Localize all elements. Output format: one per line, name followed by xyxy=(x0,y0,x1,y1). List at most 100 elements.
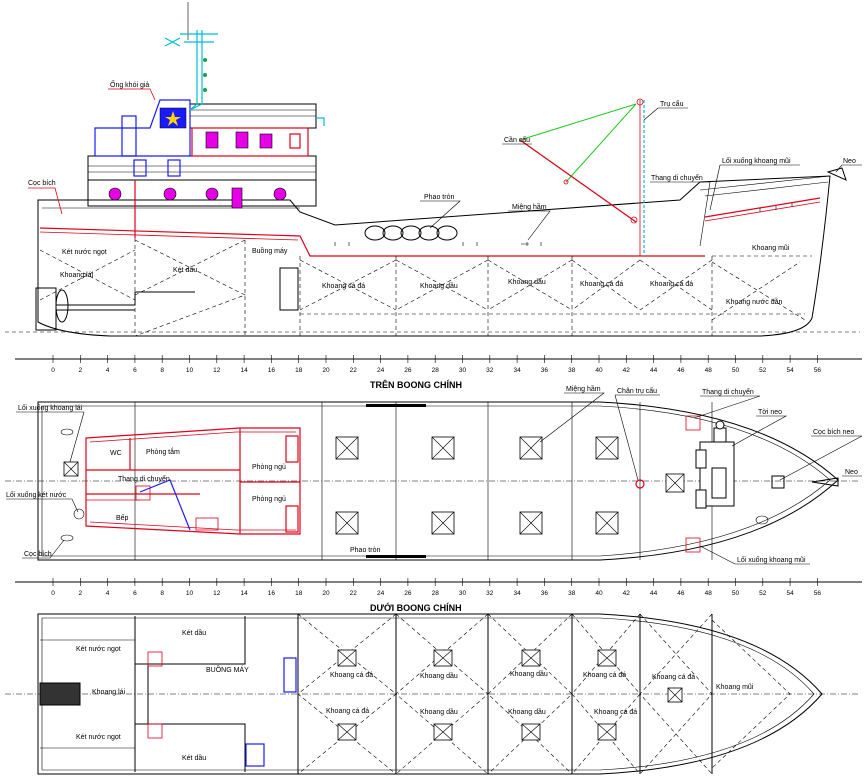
cleat-aft-bottom xyxy=(60,534,74,542)
scale-tick-label: 40 xyxy=(595,367,603,374)
scale-tick-label: 26 xyxy=(404,367,412,374)
scale-tick-label: 14 xyxy=(240,590,248,597)
profile-crane xyxy=(519,98,645,256)
label-main-neo: Neo xyxy=(845,469,858,476)
scale-tick-label: 54 xyxy=(786,590,794,597)
label-main-thang-di-chuyen-2: Thang di chuyển xyxy=(702,388,754,396)
scale-tick-label: 6 xyxy=(133,367,137,374)
below-fw-tanks xyxy=(40,639,135,749)
scale-tick-label: 34 xyxy=(513,590,521,597)
below-holds xyxy=(297,613,791,775)
scale-tick-label: 10 xyxy=(186,590,194,597)
scale-tick-label: 38 xyxy=(568,367,576,374)
label-hold-4: Khoang cá đá xyxy=(580,281,623,288)
anchor-icon xyxy=(826,167,847,181)
below-outline xyxy=(37,613,823,775)
scale-tick-label: 24 xyxy=(377,367,385,374)
label-main-phao-tron: Phao tròn xyxy=(350,547,380,554)
scale-tick-label: 6 xyxy=(133,590,137,597)
label-toi-neo: Tời neo xyxy=(758,409,782,416)
scale-tick-label: 14 xyxy=(240,367,248,374)
profile-wheelhouse xyxy=(191,127,309,157)
label-ong-khoi: Ống khói giả xyxy=(110,79,149,89)
label-mieng-ham: Miệng hầm xyxy=(512,202,547,211)
label-coc-bich-neo: Cọc bích neo xyxy=(813,429,854,436)
manhole-aft xyxy=(73,508,85,520)
label-khoang-nuoc-dan: Khoang nước dằn xyxy=(726,297,782,306)
ladder-fore-top xyxy=(685,415,701,431)
label-below-hold-top-4: Khoang cá đá xyxy=(583,672,626,679)
profile-main-deck xyxy=(39,227,705,257)
scale-tick-label: 40 xyxy=(595,590,603,597)
profile-windows xyxy=(133,131,301,209)
profile-propeller xyxy=(55,289,69,323)
scale-tick-label: 4 xyxy=(106,590,110,597)
deck-hatches xyxy=(63,436,685,535)
deck-outline-inner xyxy=(41,405,831,557)
label-neo: Neo xyxy=(843,158,856,165)
profile-mast xyxy=(164,2,325,126)
label-below-buong-may: BUỒNG MÁY xyxy=(206,664,249,674)
profile-engine xyxy=(279,267,299,311)
scale-tick-label: 52 xyxy=(759,590,767,597)
below-aft-tanks xyxy=(134,616,246,772)
scale-tick-label: 32 xyxy=(486,590,494,597)
scale-tick-label: 2 xyxy=(78,590,82,597)
profile-railing-mid xyxy=(88,165,316,173)
label-below-hold-bottom-1: Khoang cá đá xyxy=(326,708,369,715)
label-below-hold-bottom-2: Khoang dầu xyxy=(420,707,458,716)
manhole-fore xyxy=(755,515,769,525)
scale-tick-label: 12 xyxy=(213,367,221,374)
deck-anchor-icon xyxy=(811,477,839,487)
scale-tick-label: 28 xyxy=(432,367,440,374)
scale-tick-label: 50 xyxy=(732,367,740,374)
scale-tick-label: 52 xyxy=(759,367,767,374)
scale-tick-label: 16 xyxy=(268,590,276,597)
label-below-ket-dau-bottom: Két dầu xyxy=(182,753,206,762)
below-deck-labels: Két dầu Két dầu Két nước ngọt Két nước n… xyxy=(76,628,754,762)
scale-tick-label: 42 xyxy=(623,367,631,374)
label-below-ket-nuoc-ngot-bottom: Két nước ngọt xyxy=(76,734,121,741)
label-hold-3: Khoang dầu xyxy=(508,277,546,286)
profile-deckhouse-mid xyxy=(87,155,317,181)
scale-tick-label: 0 xyxy=(51,590,55,597)
label-below-hold-bottom-4: Khoang cá đá xyxy=(594,709,637,716)
label-ket-nuoc-ngot: Két nước ngọt xyxy=(62,249,107,256)
profile-rudder xyxy=(35,287,57,331)
label-below-hold-top-5: Khoang cá đá xyxy=(652,674,695,681)
below-er-equip-1 xyxy=(283,657,297,693)
profile-portholes xyxy=(108,187,287,201)
scale-tick-label: 48 xyxy=(705,590,713,597)
scale-tick-label: 54 xyxy=(786,367,794,374)
scale-tick-label: 26 xyxy=(404,590,412,597)
scale-tick-label: 24 xyxy=(377,590,385,597)
scale-tick-label: 8 xyxy=(160,590,164,597)
star-icon xyxy=(165,111,181,126)
label-phong-tam: Phòng tắm xyxy=(146,447,180,456)
label-hold-1: Khoang cá đá xyxy=(322,283,365,290)
scale-tick-label: 22 xyxy=(350,367,358,374)
label-main-mieng-ham: Miệng hầm xyxy=(566,384,601,393)
below-ladder-2 xyxy=(147,723,163,739)
label-loi-xuong-khoang-mui: Lối xuống khoang mũi xyxy=(722,156,791,165)
label-buong-may: Buồng máy xyxy=(252,246,288,255)
deck-buoys-top xyxy=(366,404,426,407)
below-hatches xyxy=(337,649,683,741)
profile-propeller-shaft xyxy=(56,291,195,311)
scale-tick-label: 44 xyxy=(650,590,658,597)
label-below-ket-dau-top: Két dầu xyxy=(182,628,206,637)
main-deck-labels: Lối xuống khoang lái Lối xuống két nước … xyxy=(6,384,863,565)
scale-tick-label: 20 xyxy=(322,367,330,374)
label-hold-2: Khoang dầu xyxy=(420,281,458,290)
label-below-ket-nuoc-ngot-top: Két nước ngọt xyxy=(76,646,121,653)
label-loi-xuong-ket-nuoc: Lối xuống két nước xyxy=(6,490,67,499)
steering-gear-icon xyxy=(39,682,81,706)
label-thang-di-chuyen: Thang di chuyển xyxy=(651,174,703,182)
label-below-hold-top-2: Khoang dầu xyxy=(420,671,458,680)
profile-life-buoys xyxy=(364,225,458,241)
scale-tick-label: 48 xyxy=(705,367,713,374)
scale-tick-label: 42 xyxy=(623,590,631,597)
scale-tick-label: 2 xyxy=(78,367,82,374)
